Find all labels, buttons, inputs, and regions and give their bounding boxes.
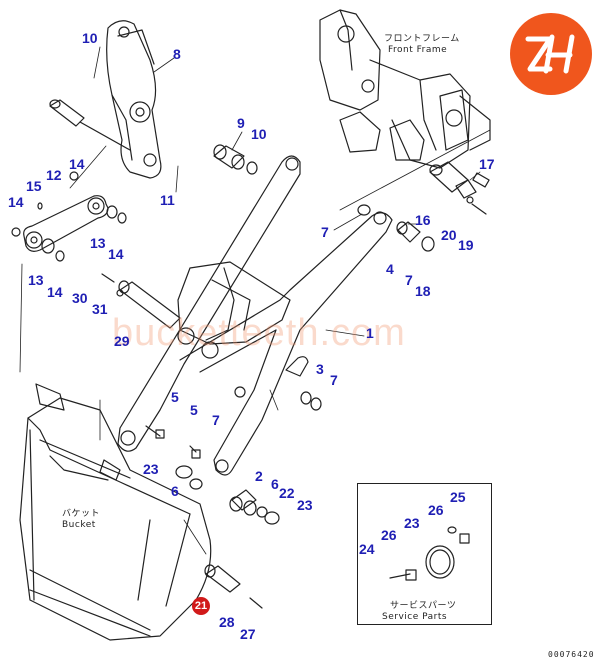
callout: 28 <box>219 614 235 630</box>
callout: 14 <box>47 284 63 300</box>
callout: 26 <box>381 527 397 543</box>
callout: 8 <box>173 46 181 62</box>
callout: 30 <box>72 290 88 306</box>
callout: 14 <box>108 246 124 262</box>
callout: 14 <box>8 194 24 210</box>
service-parts-caption-en: Service Parts <box>382 612 448 622</box>
callout: 13 <box>90 235 106 251</box>
callout: 15 <box>26 178 42 194</box>
bucket-caption-jp: バケット <box>62 509 101 519</box>
callout: 7 <box>321 224 329 240</box>
bucket-caption-en: Bucket <box>62 520 96 530</box>
callout: 7 <box>212 412 220 428</box>
callout: 7 <box>405 272 413 288</box>
callout: 5 <box>190 402 198 418</box>
front-frame-caption-en: Front Frame <box>388 45 448 55</box>
boom-arm <box>117 155 393 476</box>
callout: 13 <box>28 272 44 288</box>
callout: 18 <box>415 283 431 299</box>
callout: 7 <box>330 372 338 388</box>
bell-crank <box>106 20 162 179</box>
callout: 3 <box>316 361 324 377</box>
callout: 31 <box>92 301 108 317</box>
callout: 2 <box>255 468 263 484</box>
highlighted-callout: 21 <box>192 597 210 615</box>
drawing-code: 00076420 <box>548 650 595 659</box>
callout: 25 <box>450 489 466 505</box>
watermark: bucketteeth.com <box>112 312 406 354</box>
callout: 12 <box>46 167 62 183</box>
callout: 10 <box>251 126 267 142</box>
callout: 23 <box>297 497 313 513</box>
pin-upper <box>49 99 131 151</box>
bushing-3 <box>300 391 322 411</box>
callout: 17 <box>479 156 495 172</box>
callout: 27 <box>240 626 256 642</box>
callout: 23 <box>404 515 420 531</box>
callout: 29 <box>114 333 130 349</box>
bushing-rings-left <box>11 171 127 262</box>
bushing-2 <box>229 489 280 525</box>
callout: 22 <box>279 485 295 501</box>
callout: 19 <box>458 237 474 253</box>
bushing-9 <box>213 144 258 175</box>
callout: 23 <box>143 461 159 477</box>
zh-logo-icon <box>510 13 592 95</box>
callout: 1 <box>366 325 374 341</box>
callout: 4 <box>386 261 394 277</box>
callout: 20 <box>441 227 457 243</box>
leader-lines <box>19 46 491 555</box>
callout: 6 <box>271 476 279 492</box>
pin-21 <box>204 564 263 609</box>
callout: 10 <box>82 30 98 46</box>
callout: 16 <box>415 212 431 228</box>
service-parts-drawing <box>389 526 470 581</box>
callout: 6 <box>171 483 179 499</box>
callout: 11 <box>160 192 175 208</box>
callout: 14 <box>69 156 85 172</box>
service-parts-caption-jp: サービスパーツ <box>390 601 457 611</box>
callout: 9 <box>237 115 245 131</box>
front-frame <box>319 9 491 169</box>
pivot-pin-29 <box>101 273 181 329</box>
fasteners-lower <box>145 386 246 490</box>
service-parts-box <box>357 483 492 625</box>
callout: 26 <box>428 502 444 518</box>
bucket <box>19 383 212 641</box>
front-frame-caption-jp: フロントフレーム <box>384 34 460 44</box>
bushing-4 <box>357 204 435 252</box>
callout: 5 <box>171 389 179 405</box>
callout: 24 <box>359 541 375 557</box>
